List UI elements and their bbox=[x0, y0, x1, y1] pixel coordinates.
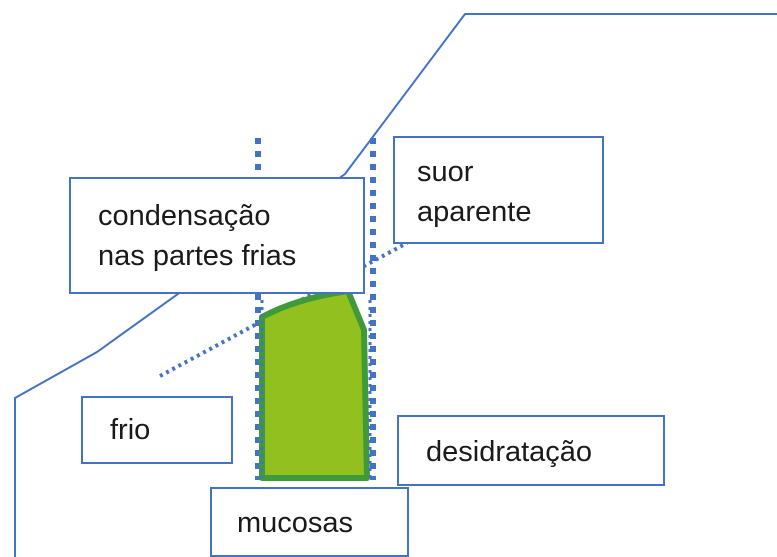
label-frio: frio bbox=[81, 396, 233, 464]
label-mucosas: mucosas bbox=[210, 487, 409, 557]
green-shape bbox=[259, 288, 370, 481]
label-suor-aparente: suor aparente bbox=[393, 136, 604, 244]
label-desidratacao: desidratação bbox=[397, 415, 665, 486]
label-condensacao: condensação nas partes frias bbox=[69, 177, 365, 294]
